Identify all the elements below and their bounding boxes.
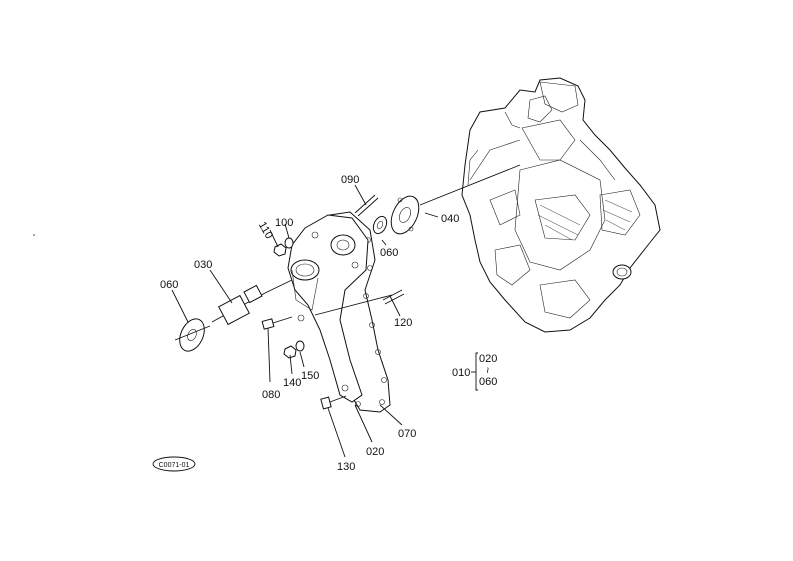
assembly-parent-number: 010: [452, 367, 470, 379]
bolt-080: [261, 316, 293, 330]
callout-140: 140: [283, 377, 301, 389]
leader-lines: [171, 184, 439, 458]
nut-140: [283, 345, 297, 359]
pulley-hub: [390, 195, 420, 235]
callout-130: 130: [337, 461, 355, 473]
assembly-top-number: 020: [479, 353, 497, 365]
bearing-shaft: [211, 279, 293, 326]
callout-070: 070: [398, 428, 416, 440]
callout-120: 120: [394, 317, 412, 329]
callout-030: 030: [194, 259, 212, 271]
seal: [372, 215, 388, 235]
callout-060-left: 060: [160, 279, 178, 291]
callout-060-seal: 060: [380, 247, 398, 259]
impeller-flange: [174, 318, 211, 352]
washer-100: [284, 237, 294, 249]
callout-020: 020: [366, 446, 384, 458]
callout-090: 090: [341, 174, 359, 186]
callout-100: 100: [275, 217, 293, 229]
figure-code-badge: C0071-01: [152, 456, 196, 472]
callout-110: 110: [256, 220, 275, 241]
assembly-bottom-number: 060: [479, 376, 497, 388]
callout-150: 150: [301, 370, 319, 382]
callout-040: 040: [441, 213, 459, 225]
engine-block: [461, 77, 661, 333]
pump-housing: [287, 214, 369, 403]
nut-110: [273, 243, 287, 257]
stud-120: [382, 289, 405, 305]
bolt-130: [320, 395, 347, 410]
callout-080: 080: [262, 389, 280, 401]
assembly-tilde: ~: [481, 367, 493, 373]
alignment-line: [419, 164, 521, 206]
stray-mark: [33, 234, 35, 236]
assembly-key: 010 020 ~ 060: [452, 352, 497, 391]
stud-090: [354, 194, 379, 217]
washer-150: [295, 340, 305, 352]
figure-code: C0071-01: [159, 462, 190, 469]
